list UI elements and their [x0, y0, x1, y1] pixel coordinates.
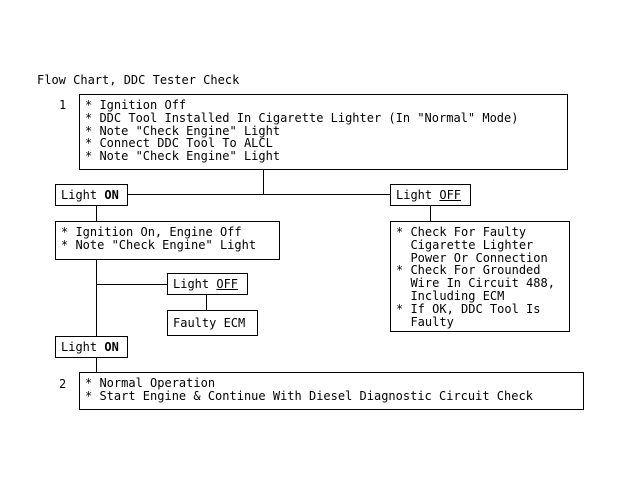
check-line: Including ECM [396, 288, 505, 303]
check-line: * If OK, DDC Tool Is [396, 301, 541, 316]
check-line: Power Or Connection [396, 250, 548, 265]
check-line: * Check For Grounded [396, 263, 541, 278]
check-line: Faulty [396, 314, 454, 329]
light-on-box-top: Light ON [55, 184, 128, 206]
faulty-ecm-label: Faulty ECM [173, 316, 246, 330]
step1-line: * Note "Check Engine" Light [85, 123, 281, 138]
ignition-box: * Ignition On, Engine Off * Note "Check … [55, 221, 280, 260]
light-state-on: ON [104, 340, 119, 354]
step2-line: * Start Engine & Continue With Diesel Di… [85, 388, 533, 403]
step1-line: * Note "Check Engine" Light [85, 149, 281, 164]
step1-line: * Connect DDC Tool To ALCL [85, 136, 273, 151]
light-state-on: ON [104, 188, 119, 202]
step1-lines: * Ignition Off * DDC Tool Installed In C… [85, 99, 518, 163]
step-number-1: 1 [59, 98, 67, 112]
page-title: Flow Chart, DDC Tester Check [37, 73, 240, 87]
step2-line: * Normal Operation [85, 376, 216, 390]
light-off-box-right: Light OFF [390, 184, 471, 206]
light-on-box-bottom: Light ON [55, 336, 128, 358]
light-label: Light [61, 340, 105, 354]
check-box: * Check For Faulty Cigarette Lighter Pow… [390, 221, 570, 332]
light-state-off: OFF [216, 277, 239, 291]
step1-line: * Ignition Off [85, 98, 187, 112]
step-number-2: 2 [59, 377, 67, 391]
light-label: Light [396, 188, 440, 202]
step1-box: * Ignition Off * DDC Tool Installed In C… [79, 94, 568, 170]
faulty-ecm-box: Faulty ECM [167, 310, 258, 336]
check-line: Wire In Circuit 488, [396, 276, 555, 291]
step1-line: * DDC Tool Installed In Cigarette Lighte… [85, 110, 519, 125]
check-line: Cigarette Lighter [396, 237, 534, 252]
check-line: * Check For Faulty [396, 225, 527, 239]
light-state-off: OFF [439, 188, 462, 202]
step2-box: * Normal Operation * Start Engine & Cont… [79, 372, 584, 410]
ignition-line: * Ignition On, Engine Off [61, 225, 242, 239]
light-label: Light [61, 188, 105, 202]
ignition-line: * Note "Check Engine" Light [61, 237, 257, 252]
light-off-box-mid: Light OFF [167, 273, 248, 295]
light-label: Light [173, 277, 217, 291]
